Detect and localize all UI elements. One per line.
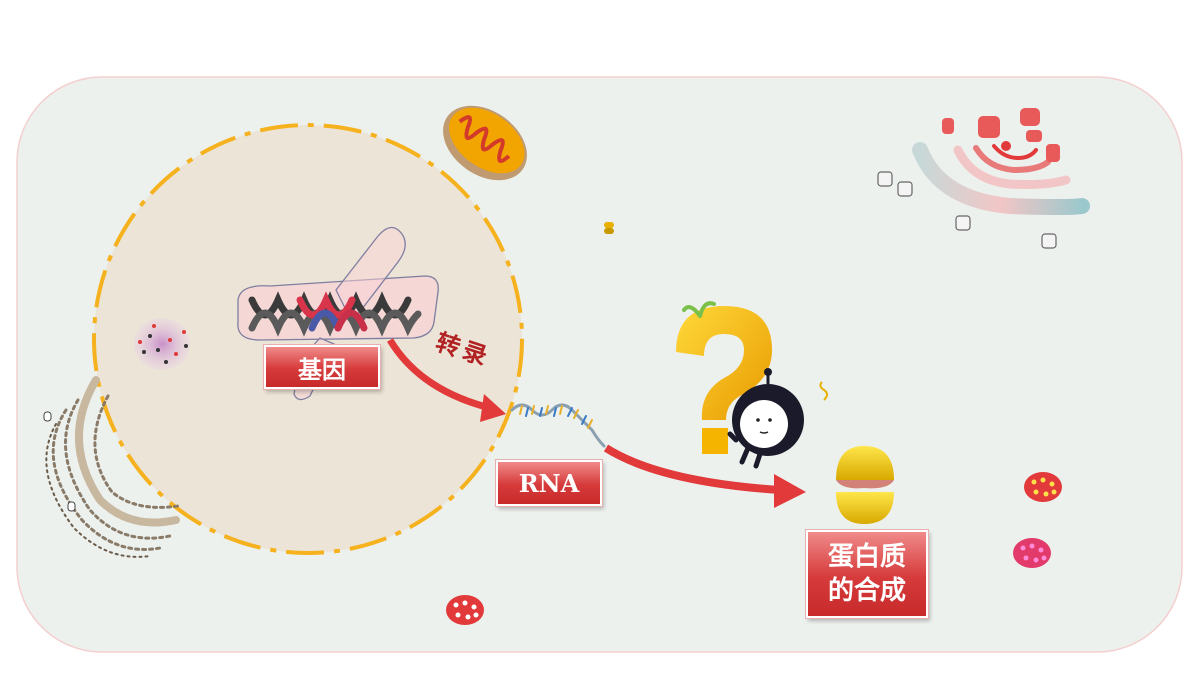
ribosome-icon bbox=[836, 446, 894, 524]
lysosome-icon bbox=[446, 595, 484, 625]
rna-label-text: RNA bbox=[518, 468, 580, 498]
rna-label: RNA bbox=[496, 460, 602, 506]
lysosome-icon bbox=[1013, 538, 1051, 568]
mrna-strand-icon bbox=[510, 403, 606, 448]
protein-synthesis-label: 蛋白质 的合成 bbox=[806, 530, 928, 618]
dna-double-helix-icon bbox=[248, 291, 422, 337]
endoplasmic-reticulum-icon bbox=[877, 108, 1090, 249]
mitochondrion-icon bbox=[443, 105, 527, 181]
vesicle bbox=[67, 501, 76, 512]
translation-arrow bbox=[603, 444, 806, 508]
question-mark-icon bbox=[676, 301, 772, 454]
gene-label: 基因 bbox=[264, 345, 380, 389]
transcription-arrow bbox=[386, 338, 506, 422]
protein-label-line1: 蛋白质 bbox=[827, 542, 906, 572]
gene-label-text: 基因 bbox=[298, 355, 346, 384]
ribosome-small bbox=[604, 222, 614, 234]
nucleolus bbox=[134, 318, 190, 370]
golgi-apparatus-icon bbox=[45, 376, 180, 558]
vesicle bbox=[43, 411, 52, 422]
lysosome-icon bbox=[1024, 472, 1062, 502]
mascot-icon bbox=[727, 368, 828, 469]
protein-label-line2: 的合成 bbox=[827, 576, 906, 606]
